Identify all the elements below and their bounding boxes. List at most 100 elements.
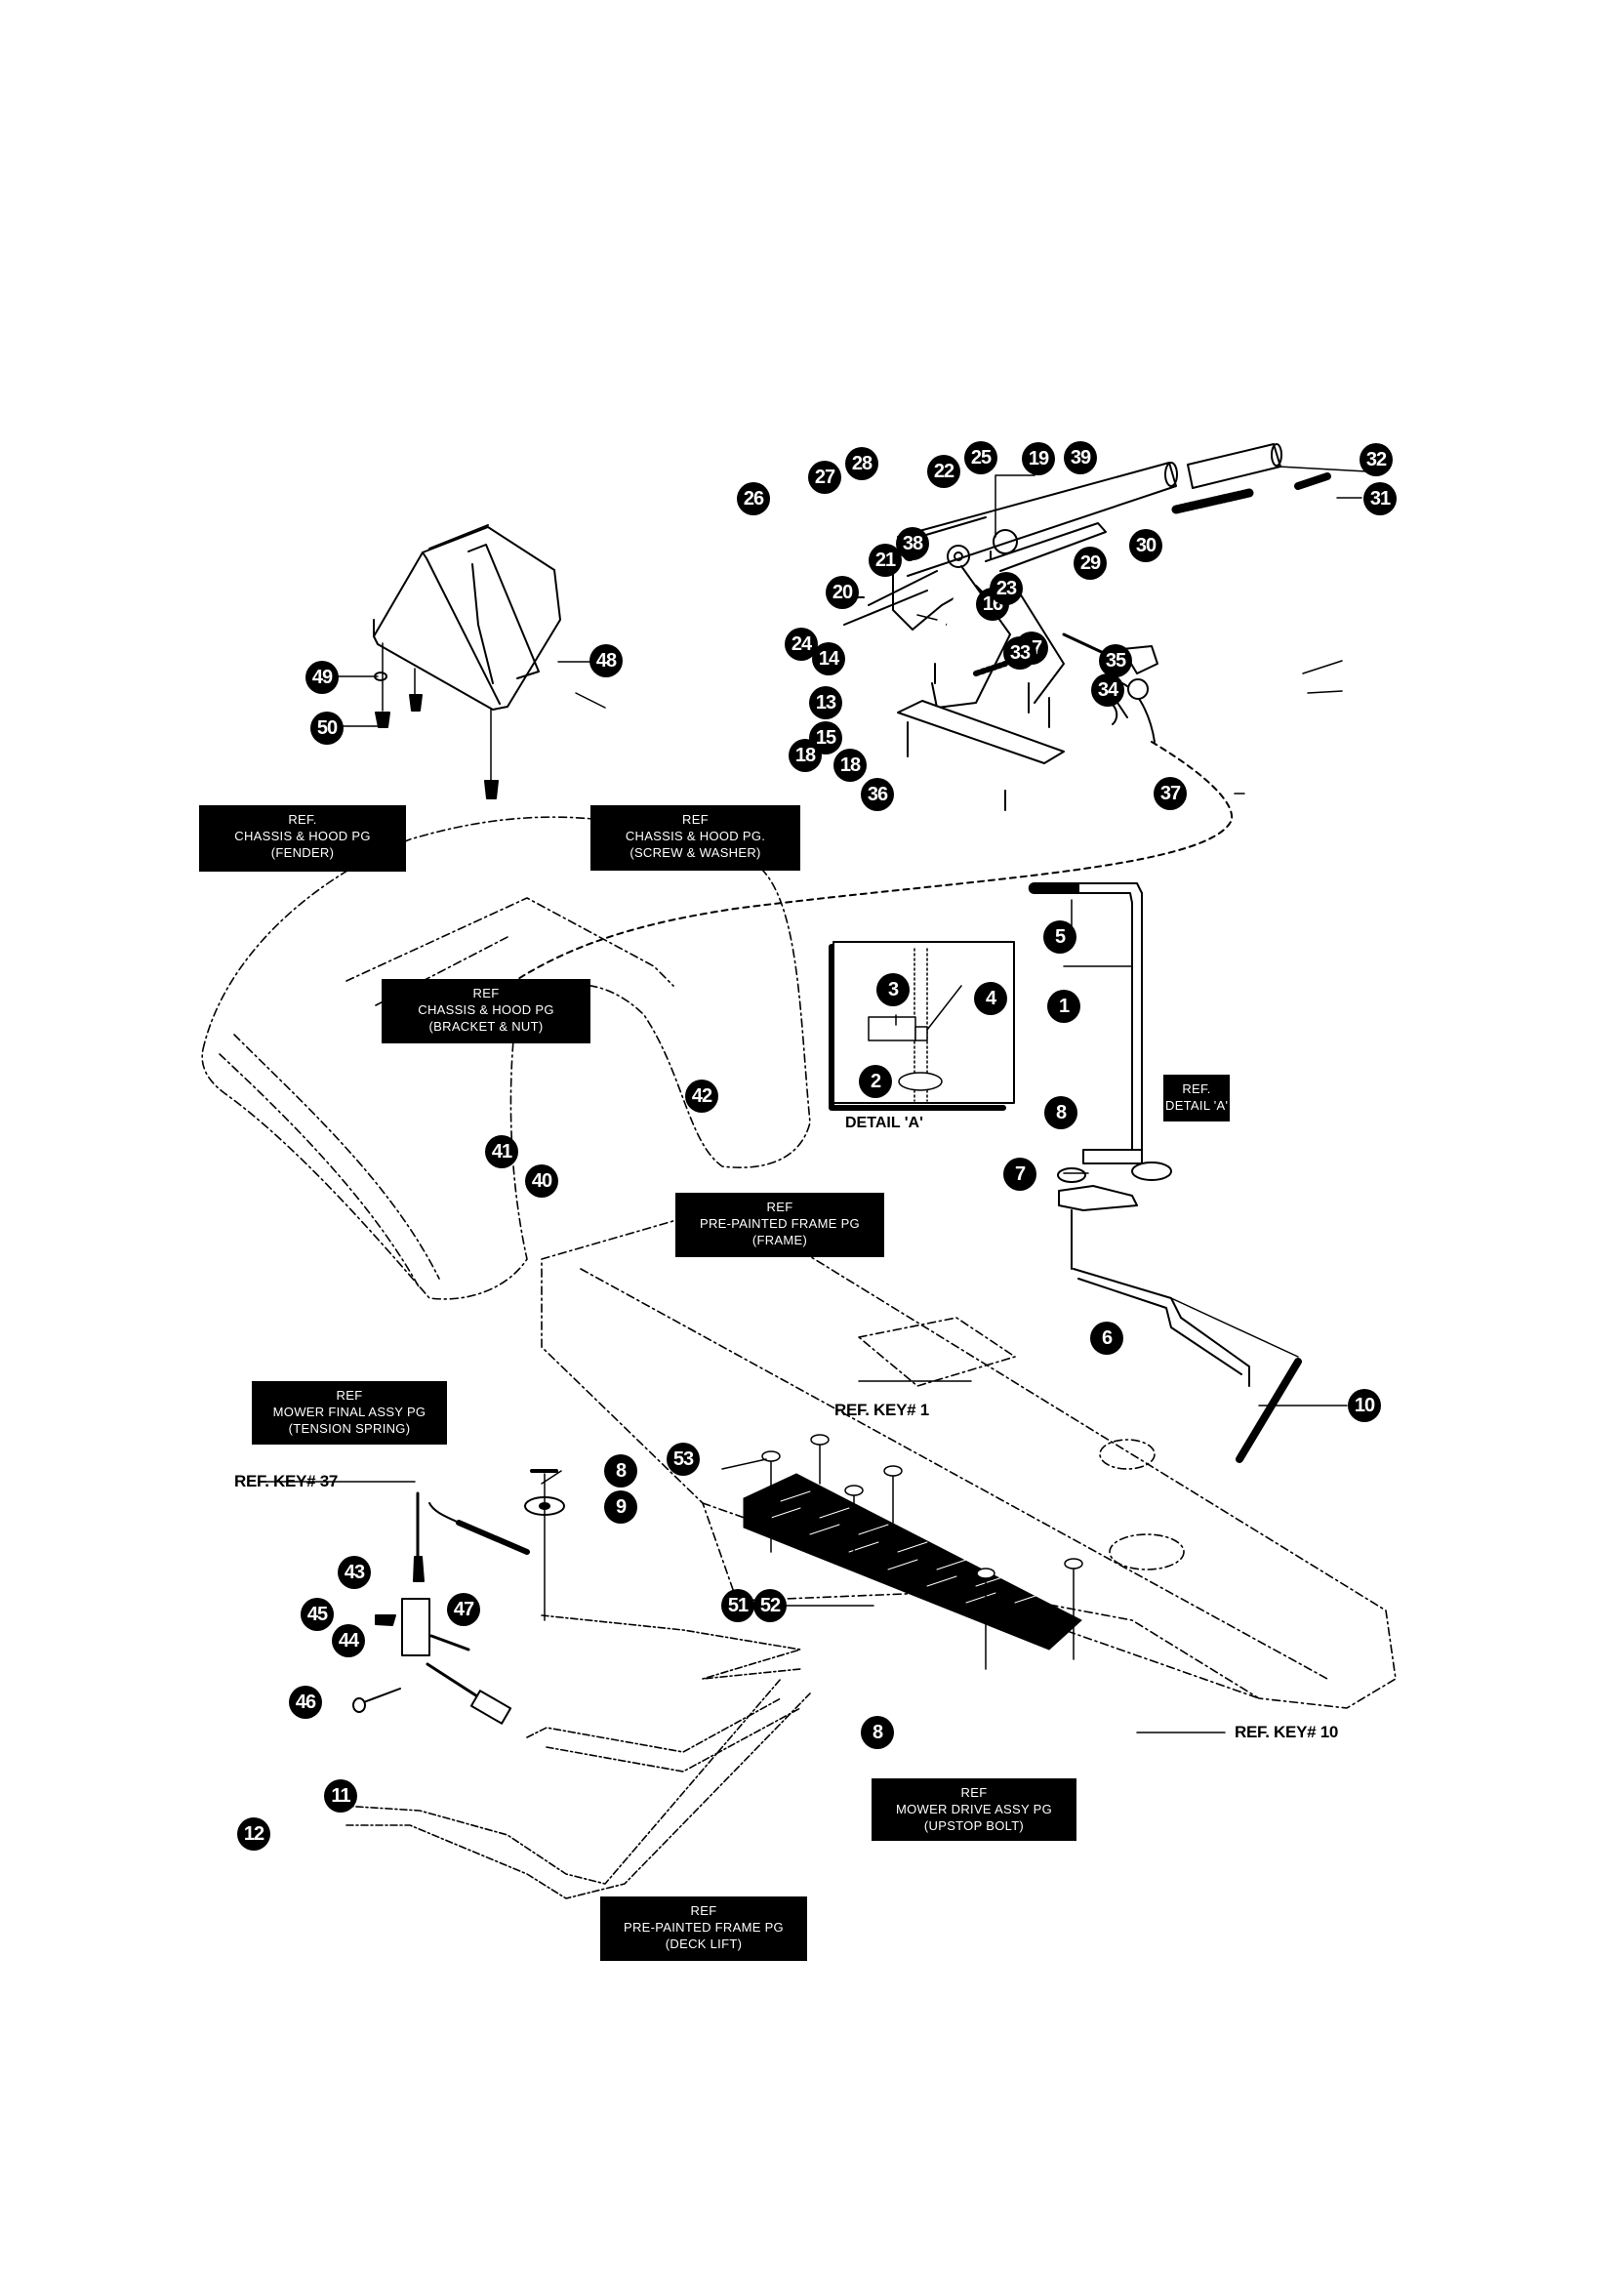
floor-plate-pattern bbox=[770, 1490, 1045, 1604]
callout-22: 22 bbox=[927, 455, 960, 488]
cable-37 bbox=[458, 741, 1234, 1026]
callout-53: 53 bbox=[667, 1443, 700, 1476]
ref-box-line: REF bbox=[472, 986, 500, 1000]
callout-18-a: 18 bbox=[789, 739, 822, 772]
callout-24: 24 bbox=[785, 628, 818, 661]
callout-35: 35 bbox=[1099, 644, 1132, 677]
spring-hook bbox=[428, 1502, 460, 1524]
callout-26: 26 bbox=[737, 482, 770, 515]
callout-1: 1 bbox=[1047, 990, 1080, 1023]
ref-box-line: CHASSIS & HOOD PG bbox=[234, 829, 371, 843]
ref-box-line: (FENDER) bbox=[270, 845, 335, 860]
ref-box-screw-washer: REF CHASSIS & HOOD PG. (SCREW & WASHER) bbox=[590, 805, 800, 871]
callout-20: 20 bbox=[826, 576, 859, 609]
ref-box-line: CHASSIS & HOOD PG. bbox=[625, 829, 766, 843]
callout-38: 38 bbox=[896, 527, 929, 560]
callout-23: 23 bbox=[990, 572, 1023, 605]
callout-9: 9 bbox=[604, 1490, 637, 1524]
ref-box-line: REF bbox=[336, 1388, 363, 1403]
ref-box-line: (FRAME) bbox=[751, 1233, 808, 1247]
callout-52: 52 bbox=[753, 1589, 787, 1622]
ref-key-10: REF. KEY# 10 bbox=[1235, 1723, 1339, 1741]
callout-11: 11 bbox=[324, 1779, 357, 1813]
callout-8-lever: 8 bbox=[1044, 1096, 1077, 1129]
ref-box-tension-spring: REF MOWER FINAL ASSY PG (TENSION SPRING) bbox=[252, 1381, 447, 1445]
callout-19: 19 bbox=[1022, 442, 1055, 475]
ref-box-frame: REF PRE-PAINTED FRAME PG (FRAME) bbox=[675, 1193, 884, 1257]
ref-box-line: REF bbox=[690, 1903, 717, 1918]
callout-46: 46 bbox=[289, 1686, 322, 1719]
callout-13: 13 bbox=[809, 686, 842, 719]
lift-lever bbox=[1028, 882, 1250, 1387]
callout-43: 43 bbox=[338, 1556, 371, 1589]
spring-rod bbox=[1170, 1297, 1299, 1358]
ref-box-fender: REF. CHASSIS & HOOD PG (FENDER) bbox=[199, 805, 406, 872]
callout-10: 10 bbox=[1348, 1389, 1381, 1422]
callout-39: 39 bbox=[1064, 441, 1097, 474]
callout-36: 36 bbox=[861, 778, 894, 811]
ref-box-line: (DECK LIFT) bbox=[665, 1936, 743, 1951]
callout-45: 45 bbox=[301, 1598, 334, 1631]
callout-48: 48 bbox=[589, 644, 623, 677]
callout-42: 42 bbox=[685, 1080, 718, 1113]
callout-30: 30 bbox=[1129, 529, 1162, 562]
callout-25: 25 bbox=[964, 441, 997, 474]
spring-10 bbox=[1236, 1358, 1302, 1463]
callout-5: 5 bbox=[1043, 920, 1076, 954]
callout-14: 14 bbox=[812, 642, 845, 675]
ref-box-line: (TENSION SPRING) bbox=[288, 1421, 411, 1436]
link-parts bbox=[352, 1491, 512, 1725]
callout-29: 29 bbox=[1074, 547, 1107, 580]
ref-box-line: (SCREW & WASHER) bbox=[629, 845, 761, 860]
callout-31: 31 bbox=[1363, 482, 1397, 515]
callout-34: 34 bbox=[1091, 673, 1124, 707]
callout-18-b: 18 bbox=[833, 749, 867, 782]
tension-spring bbox=[456, 1520, 530, 1555]
ref-box-line: REF bbox=[682, 812, 709, 827]
callout-15: 15 bbox=[809, 721, 842, 754]
callout-21: 21 bbox=[869, 544, 902, 577]
callout-33: 33 bbox=[1003, 636, 1036, 670]
callout-40: 40 bbox=[525, 1164, 558, 1198]
callout-3: 3 bbox=[876, 973, 910, 1006]
callout-8-link: 8 bbox=[604, 1454, 637, 1488]
callout-44: 44 bbox=[332, 1624, 365, 1657]
callout-6: 6 bbox=[1090, 1322, 1123, 1355]
fender-outline bbox=[201, 816, 811, 1300]
ref-box-bracket-nut: REF CHASSIS & HOOD PG (BRACKET & NUT) bbox=[382, 979, 590, 1043]
ref-box-line: (UPSTOP BOLT) bbox=[923, 1818, 1025, 1833]
ref-key-1: REF. KEY# 1 bbox=[834, 1401, 929, 1419]
callout-7: 7 bbox=[1003, 1158, 1036, 1191]
ref-box-line: REF bbox=[766, 1200, 793, 1214]
ref-box-line: PRE-PAINTED FRAME PG bbox=[624, 1920, 784, 1935]
ref-box-line: DETAIL 'A' bbox=[1165, 1098, 1229, 1113]
ref-key-37: REF. KEY# 37 bbox=[234, 1472, 339, 1490]
callout-50: 50 bbox=[310, 712, 344, 745]
callout-27: 27 bbox=[808, 461, 841, 494]
callout-8-deck: 8 bbox=[861, 1716, 894, 1749]
deck-lift bbox=[341, 1614, 811, 1899]
shift-lever-assembly bbox=[843, 443, 1331, 811]
ref-box-line: CHASSIS & HOOD PG bbox=[418, 1002, 554, 1017]
ref-box-detail-a: REF. DETAIL 'A' bbox=[1163, 1075, 1230, 1121]
washer-9-pin-8 bbox=[524, 1469, 565, 1621]
ref-box-upstop-bolt: REF MOWER DRIVE ASSY PG (UPSTOP BOLT) bbox=[872, 1778, 1076, 1841]
detail-a-label: DETAIL 'A' bbox=[845, 1115, 923, 1131]
callout-51: 51 bbox=[721, 1589, 754, 1622]
plate-fasteners bbox=[761, 1434, 1083, 1670]
ref-box-deck-lift: REF PRE-PAINTED FRAME PG (DECK LIFT) bbox=[600, 1896, 807, 1961]
callout-41: 41 bbox=[485, 1135, 518, 1168]
callout-32: 32 bbox=[1360, 443, 1393, 476]
ref-box-line: (BRACKET & NUT) bbox=[428, 1019, 544, 1034]
ref-box-line: REF bbox=[960, 1785, 988, 1800]
callout-37: 37 bbox=[1154, 777, 1187, 810]
callout-2: 2 bbox=[859, 1065, 892, 1098]
ref-box-line: MOWER FINAL ASSY PG bbox=[272, 1405, 426, 1419]
callout-47: 47 bbox=[447, 1593, 480, 1626]
ref-box-line: REF. bbox=[288, 812, 317, 827]
ref-box-line: PRE-PAINTED FRAME PG bbox=[700, 1216, 860, 1231]
callout-49: 49 bbox=[305, 661, 339, 694]
callout-4: 4 bbox=[974, 982, 1007, 1015]
ref-box-line: REF. bbox=[1182, 1081, 1211, 1096]
